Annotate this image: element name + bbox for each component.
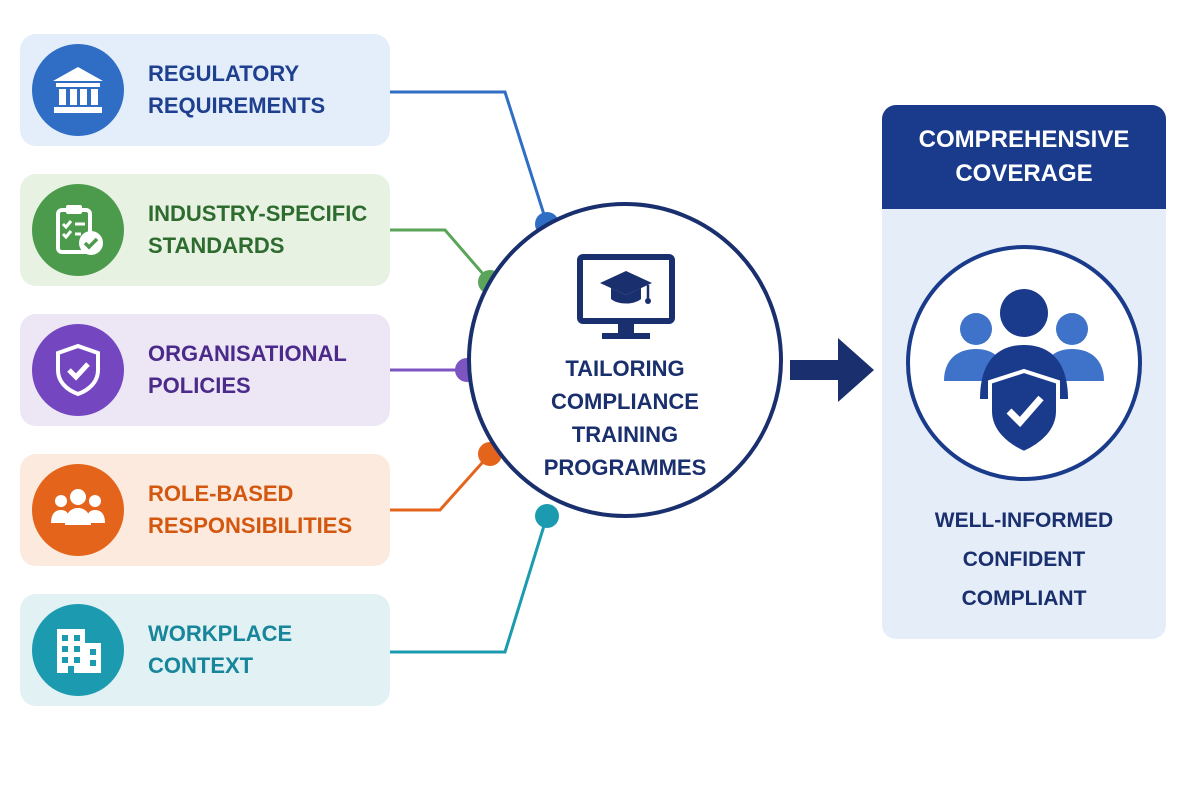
- input-label-line1: INDUSTRY-SPECIFIC: [148, 201, 368, 226]
- input-card-regulatory: REGULATORY REQUIREMENTS: [20, 34, 390, 146]
- input-label-role: ROLE-BASED RESPONSIBILITIES: [148, 454, 352, 566]
- input-card-workplace: WORKPLACE CONTEXT: [20, 594, 390, 706]
- bank-icon: [53, 67, 103, 113]
- input-label-line2: RESPONSIBILITIES: [148, 513, 353, 538]
- coverage-panel: COMPREHENSIVE COVERAGE WELL-INFORMED CON…: [882, 105, 1166, 639]
- input-card-role: ROLE-BASED RESPONSIBILITIES: [20, 454, 390, 566]
- hub-title-line1: TAILORING: [565, 356, 685, 381]
- icon-circle-regulatory: [32, 44, 124, 136]
- outcome-confident: CONFIDENT: [962, 548, 1086, 571]
- hub-title-line2: COMPLIANCE: [551, 389, 699, 414]
- connector-role: [390, 453, 492, 512]
- input-label-line2: STANDARDS: [148, 233, 285, 258]
- right-arrow-icon: [790, 338, 874, 402]
- outcome-well-informed: WELL-INFORMED: [934, 509, 1114, 532]
- input-label-line2: CONTEXT: [148, 653, 254, 678]
- icon-circle-role: [32, 464, 124, 556]
- connector-dot-workplace: [535, 504, 559, 528]
- input-card-industry: INDUSTRY-SPECIFIC STANDARDS: [20, 174, 390, 286]
- icon-circle-workplace: [32, 604, 124, 696]
- connector-regulatory: [390, 90, 549, 225]
- coverage-title-line2: COVERAGE: [955, 160, 1093, 187]
- coverage-outcomes-list: WELL-INFORMED CONFIDENT COMPLIANT: [882, 501, 1166, 618]
- input-label-industry: INDUSTRY-SPECIFIC STANDARDS: [148, 174, 367, 286]
- coverage-icon-ring: [906, 245, 1142, 481]
- graduation-monitor-icon: [577, 254, 675, 339]
- input-label-line1: ROLE-BASED: [148, 481, 294, 506]
- input-card-organisational: ORGANISATIONAL POLICIES: [20, 314, 390, 426]
- outcome-compliant: COMPLIANT: [961, 587, 1087, 610]
- icon-circle-organisational: [32, 324, 124, 416]
- input-label-line1: ORGANISATIONAL: [148, 341, 347, 366]
- hub-title-line4: PROGRAMMES: [543, 455, 707, 480]
- people-group-icon: [51, 489, 105, 525]
- clipboard-check-icon: [56, 205, 103, 255]
- shield-check-icon: [56, 343, 100, 397]
- central-hub-circle: TAILORING COMPLIANCE TRAINING PROGRAMMES: [467, 202, 783, 518]
- icon-circle-industry: [32, 184, 124, 276]
- hub-title-line3: TRAINING: [571, 422, 679, 447]
- connector-industry: [390, 228, 492, 283]
- input-label-line1: REGULATORY: [148, 61, 300, 86]
- input-label-line1: WORKPLACE: [148, 621, 293, 646]
- input-label-line2: REQUIREMENTS: [148, 93, 326, 118]
- team-shield-check-icon: [944, 289, 1104, 456]
- input-label-regulatory: REGULATORY REQUIREMENTS: [148, 34, 325, 146]
- input-label-organisational: ORGANISATIONAL POLICIES: [148, 314, 347, 426]
- hub-title: TAILORING COMPLIANCE TRAINING PROGRAMMES: [471, 352, 779, 484]
- input-label-workplace: WORKPLACE CONTEXT: [148, 594, 292, 706]
- connector-workplace: [390, 515, 549, 654]
- coverage-title-line1: COMPREHENSIVE: [918, 126, 1130, 153]
- coverage-panel-header: COMPREHENSIVE COVERAGE: [882, 105, 1166, 209]
- office-building-icon: [57, 629, 101, 673]
- input-label-line2: POLICIES: [148, 373, 251, 398]
